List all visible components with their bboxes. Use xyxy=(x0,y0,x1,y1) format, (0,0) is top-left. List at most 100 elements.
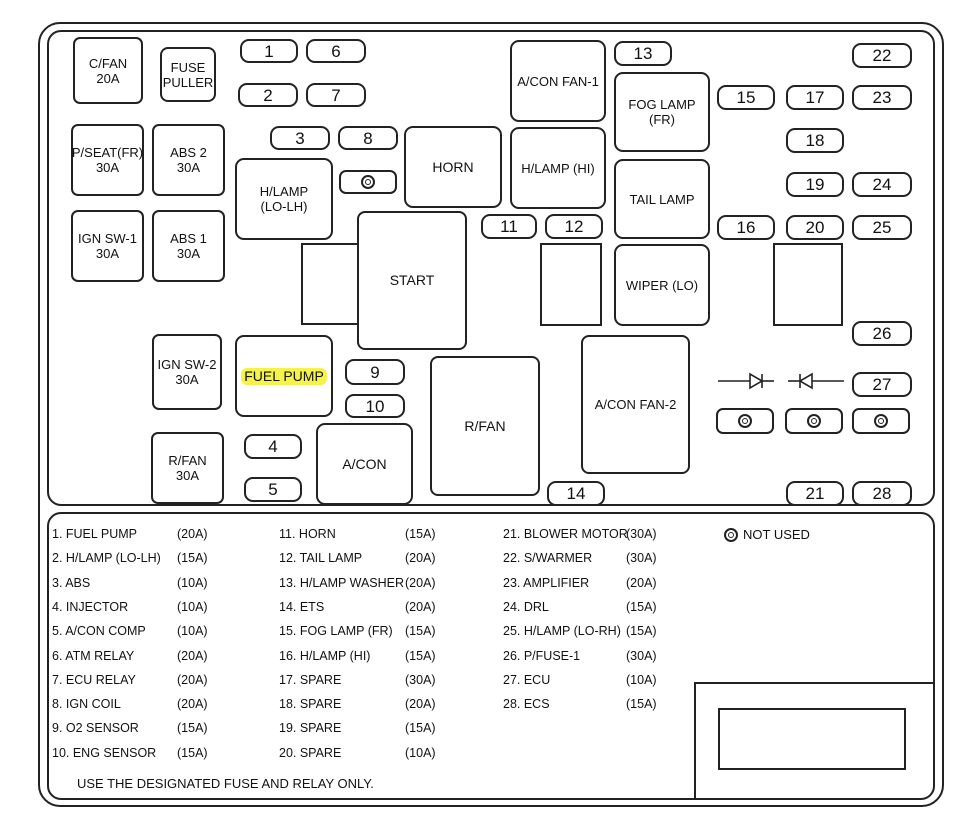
footer-note: USE THE DESIGNATED FUSE AND RELAY ONLY. xyxy=(77,776,374,791)
legend-item-amperage: (20A) xyxy=(177,697,208,711)
legend-item-amperage: (15A) xyxy=(626,600,657,614)
fuse-5: 5 xyxy=(244,477,302,502)
fuse-27: 27 xyxy=(852,372,912,397)
abs1-fuse: ABS 1 30A xyxy=(152,210,225,282)
fuse-9: 9 xyxy=(345,359,405,385)
legend-item-name: 24. DRL xyxy=(503,600,549,614)
fuse-20: 20 xyxy=(786,215,844,240)
not-used-key: NOT USED xyxy=(724,527,810,542)
label-area xyxy=(694,682,935,800)
legend-item-amperage: (15A) xyxy=(626,624,657,638)
fuse-21: 21 xyxy=(786,481,844,506)
tail-lamp-relay: TAIL LAMP xyxy=(614,159,710,239)
not-used-icon xyxy=(807,414,821,428)
wiper-lo-relay: WIPER (LO) xyxy=(614,244,710,326)
legend-item-name: 2. H/LAMP (LO-LH) xyxy=(52,551,161,565)
fuse-17: 17 xyxy=(786,85,844,110)
legend-item-amperage: (15A) xyxy=(405,649,436,663)
legend-item-amperage: (20A) xyxy=(626,576,657,590)
legend-item-name: 15. FOG LAMP (FR) xyxy=(279,624,393,638)
fuse-10: 10 xyxy=(345,394,405,418)
fuse-11: 11 xyxy=(481,214,537,239)
legend-item-name: 3. ABS xyxy=(52,576,91,590)
legend-item-name: 23. AMPLIFIER xyxy=(503,576,590,590)
legend-item-name: 26. P/FUSE-1 xyxy=(503,649,581,663)
fuse-7: 7 xyxy=(306,83,366,107)
hlamp-hi-relay: H/LAMP (HI) xyxy=(510,127,606,209)
legend-item-name: 6. ATM RELAY xyxy=(52,649,135,663)
legend-item-amperage: (20A) xyxy=(177,527,208,541)
legend-item-name: 21. BLOWER MOTOR xyxy=(503,527,628,541)
legend-item-amperage: (30A) xyxy=(405,673,436,687)
legend-item-name: 9. O2 SENSOR xyxy=(52,721,139,735)
not-used-socket xyxy=(339,170,397,194)
legend-item-name: 5. A/CON COMP xyxy=(52,624,146,638)
fuse-13: 13 xyxy=(614,41,672,66)
fuse-box-outline xyxy=(38,22,944,807)
empty-relay-slot xyxy=(301,243,359,325)
not-used-label: NOT USED xyxy=(743,527,810,542)
fuse-12: 12 xyxy=(545,214,603,239)
legend-item-name: 1. FUEL PUMP xyxy=(52,527,137,541)
fuse-16: 16 xyxy=(717,215,775,240)
legend-item-amperage: (20A) xyxy=(177,649,208,663)
legend-item-amperage: (10A) xyxy=(405,746,436,760)
legend-item-amperage: (15A) xyxy=(405,721,436,735)
blank-label xyxy=(718,708,906,770)
legend-item-name: 25. H/LAMP (LO-RH) xyxy=(503,624,621,638)
legend-item-name: 16. H/LAMP (HI) xyxy=(279,649,371,663)
fuse-15: 15 xyxy=(717,85,775,110)
legend-item-amperage: (10A) xyxy=(177,576,208,590)
legend-item-amperage: (15A) xyxy=(626,697,657,711)
not-used-icon xyxy=(874,414,888,428)
ignsw1-fuse: IGN SW-1 30A xyxy=(71,210,144,282)
fuse-18: 18 xyxy=(786,128,844,153)
acon-relay: A/CON xyxy=(316,423,413,505)
empty-relay-slot xyxy=(540,243,602,326)
fuse-6: 6 xyxy=(306,39,366,63)
legend-item-amperage: (20A) xyxy=(405,576,436,590)
fuse-2: 2 xyxy=(238,83,298,107)
legend-item-amperage: (20A) xyxy=(405,551,436,565)
fuse-panel xyxy=(47,30,935,506)
fuse-3: 3 xyxy=(270,126,330,150)
legend-item-name: 19. SPARE xyxy=(279,721,342,735)
abs2-fuse: ABS 2 30A xyxy=(152,124,225,196)
fog-lamp-relay: FOG LAMP (FR) xyxy=(614,72,710,152)
legend-item-name: 18. SPARE xyxy=(279,697,342,711)
legend-item-name: 8. IGN COIL xyxy=(52,697,121,711)
legend-item-name: 4. INJECTOR xyxy=(52,600,129,614)
legend-item-amperage: (15A) xyxy=(177,721,208,735)
fuse-19: 19 xyxy=(786,172,844,197)
legend-item-amperage: (10A) xyxy=(177,600,208,614)
pseat-fuse: P/SEAT(FR) 30A xyxy=(71,124,144,196)
fuse-14: 14 xyxy=(547,481,605,506)
hlamp-lolh-relay: H/LAMP (LO-LH) xyxy=(235,158,333,240)
fuse-4: 4 xyxy=(244,434,302,459)
legend-item-name: 20. SPARE xyxy=(279,746,342,760)
legend-item-amperage: (30A) xyxy=(626,551,657,565)
legend-item-amperage: (20A) xyxy=(177,673,208,687)
fuse-23: 23 xyxy=(852,85,912,110)
diode-icon xyxy=(718,372,774,390)
legend-item-name: 17. SPARE xyxy=(279,673,342,687)
fuse-22: 22 xyxy=(852,43,912,68)
not-used-icon xyxy=(724,527,738,542)
legend-item-name: 12. TAIL LAMP xyxy=(279,551,363,565)
horn-relay: HORN xyxy=(404,126,502,208)
legend-item-amperage: (30A) xyxy=(626,649,657,663)
acon-fan2-relay: A/CON FAN-2 xyxy=(581,335,690,474)
legend-item-name: 28. ECS xyxy=(503,697,550,711)
legend-item-name: 14. ETS xyxy=(279,600,325,614)
fuse-25: 25 xyxy=(852,215,912,240)
legend-item-amperage: (15A) xyxy=(177,551,208,565)
legend-item-amperage: (15A) xyxy=(405,527,436,541)
legend-item-amperage: (10A) xyxy=(177,624,208,638)
not-used-socket xyxy=(716,408,774,434)
not-used-socket xyxy=(852,408,910,434)
fuse-24: 24 xyxy=(852,172,912,197)
rfan-fuse: R/FAN 30A xyxy=(151,432,224,504)
start-relay: START xyxy=(357,211,467,350)
fuse-puller: FUSE PULLER xyxy=(160,47,216,102)
empty-relay-slot xyxy=(773,243,843,326)
